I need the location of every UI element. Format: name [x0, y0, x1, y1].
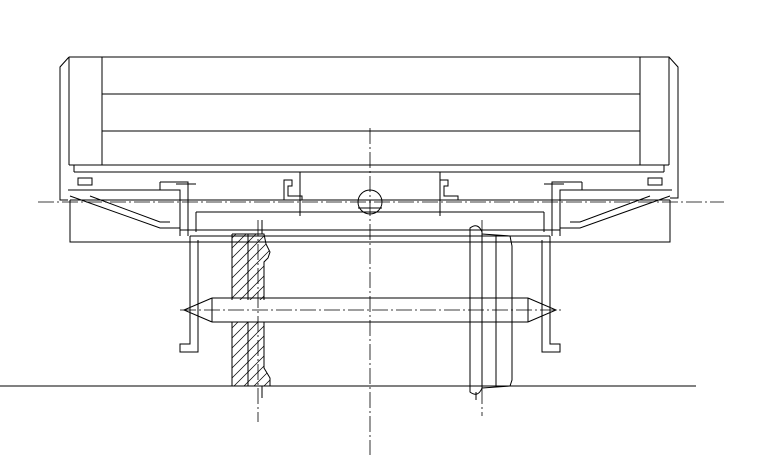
- center-lines: [38, 128, 724, 455]
- left-clip: [283, 179, 303, 201]
- underframe: [68, 172, 672, 243]
- axle-guides: [179, 236, 561, 353]
- axle: [182, 297, 558, 323]
- right-wheel: [469, 225, 513, 400]
- center-pivot: [357, 189, 383, 215]
- right-clip: [439, 179, 459, 201]
- wagon-body: [59, 56, 679, 201]
